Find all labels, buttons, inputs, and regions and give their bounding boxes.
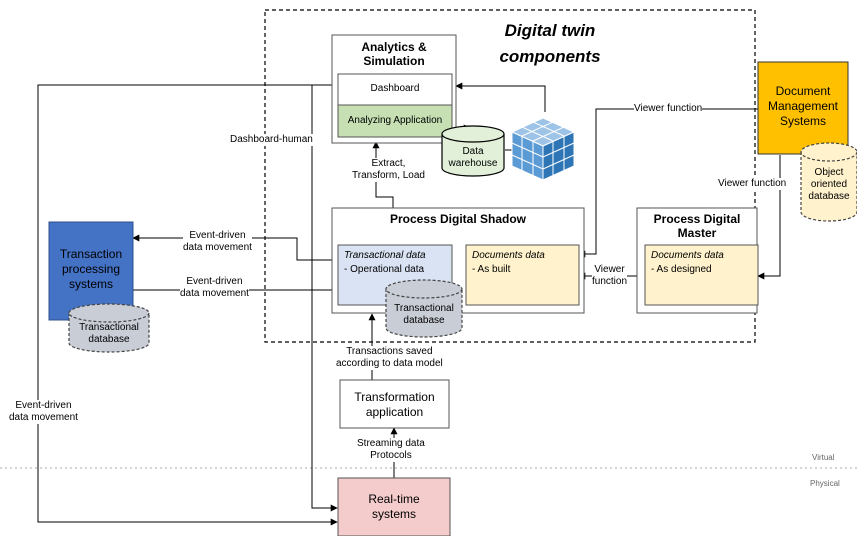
- dashboard-box[interactable]: [337, 73, 453, 106]
- viewer-function-mid-label: Viewer function: [592, 264, 628, 288]
- diagram-title: Digital twin components: [499, 21, 601, 66]
- event-driven-lower-label: Event-driven data movement: [180, 276, 249, 300]
- event-driven-upper-label: Event-driven data movement: [183, 230, 252, 254]
- tps-database-label: Transactional database: [79, 322, 139, 345]
- transaction-processing-box[interactable]: [48, 221, 134, 321]
- dashboard-label: Dashboard: [370, 83, 420, 94]
- document-management-label: Document Management Systems: [767, 84, 839, 128]
- as-designed-text: - As designed: [651, 264, 712, 275]
- analytics-title: Analytics & Simulation: [361, 40, 427, 68]
- shadow-transactional-database-cylinder: [385, 279, 463, 338]
- viewer-function-top-label: Viewer function: [634, 103, 703, 115]
- dashboard-human-label: Dashboard-human: [230, 134, 313, 146]
- virtual-zone-label: Virtual: [812, 453, 835, 462]
- etl-label: Extract, Transform, Load: [352, 158, 425, 182]
- object-oriented-database-cylinder: [800, 142, 857, 222]
- analyzing-application-label: Analyzing Application: [347, 115, 443, 126]
- realtime-systems-label: Real-time systems: [368, 492, 420, 521]
- event-driven-left-label: Event-driven data movement: [9, 400, 78, 424]
- transactions-saved-label: Transactions saved according to data mod…: [336, 346, 443, 370]
- as-built-text: - As built: [472, 264, 511, 275]
- realtime-systems-box[interactable]: [337, 477, 451, 536]
- tps-database-cylinder: [68, 303, 150, 353]
- document-management-box[interactable]: [757, 61, 849, 155]
- analyzing-application-box[interactable]: [337, 104, 453, 138]
- transactional-data-heading: Transactional data: [344, 250, 426, 261]
- dashboard-human-connector: [37, 84, 338, 526]
- viewer-function-right-label: Viewer function: [718, 178, 787, 190]
- data-cube-icon: [510, 117, 576, 181]
- transformation-application-box[interactable]: [339, 379, 450, 429]
- master-documents-data-box[interactable]: [644, 244, 759, 306]
- shadow-documents-heading: Documents data: [472, 250, 545, 261]
- operational-data-text: - Operational data: [344, 264, 425, 275]
- master-title: Process Digital Master: [653, 212, 741, 240]
- object-oriented-database-label: Object oriented database: [808, 167, 850, 202]
- shadow-documents-data-box[interactable]: [465, 244, 580, 306]
- streaming-data-label: Streaming data Protocols: [357, 438, 425, 462]
- transformation-application-label: Transformation application: [354, 390, 435, 419]
- shadow-database-label: Transactional database: [394, 303, 454, 326]
- transaction-processing-label: Transaction processing systems: [59, 247, 123, 291]
- physical-zone-label: Physical: [810, 479, 840, 488]
- shadow-title: Process Digital Shadow: [389, 212, 527, 226]
- digital-twin-frame: [264, 9, 756, 343]
- master-documents-heading: Documents data: [651, 250, 724, 261]
- data-warehouse-label: Data warehouse: [448, 146, 498, 169]
- data-warehouse-cylinder: [441, 125, 505, 177]
